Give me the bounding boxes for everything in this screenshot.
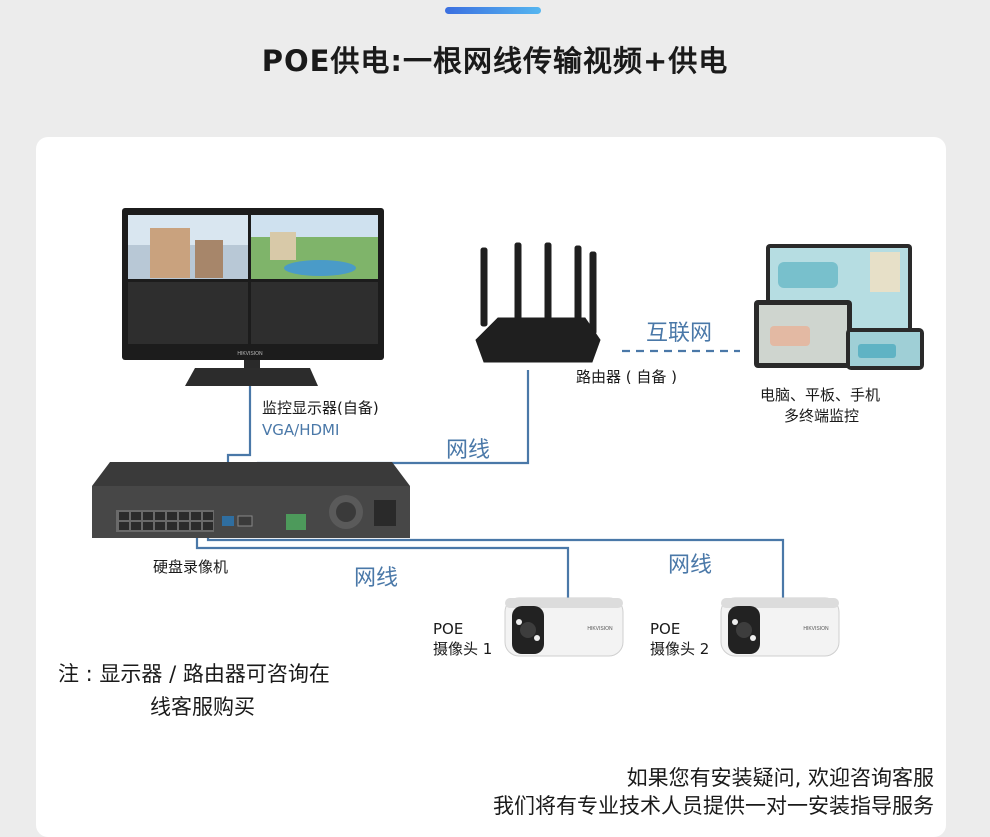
purchase-note-line1: 注 : 显示器 / 路由器可咨询在: [58, 657, 330, 691]
camera-1-label-line1: POE: [433, 620, 463, 638]
nvr-device: [92, 462, 410, 538]
camera-2-label-line2: 摄像头 2: [650, 638, 709, 659]
monitor-interface-label: VGA/HDMI: [262, 421, 339, 439]
internet-label: 互联网: [646, 315, 712, 347]
terminal-devices: [754, 244, 924, 370]
support-text-line2: 我们将有专业技术人员提供一对一安装指导服务: [493, 790, 934, 820]
camera-1-device: HIKVISION: [505, 598, 623, 656]
camera-2-label-line1: POE: [650, 620, 680, 638]
camera-2-brand-logo: HIKVISION: [803, 626, 829, 632]
camera-1-label-line2: 摄像头 1: [433, 638, 492, 659]
monitor-brand-logo: HIKVISION: [237, 351, 263, 357]
terminals-label-line2: 多终端监控: [784, 405, 859, 426]
monitor-device: HIKVISION: [122, 208, 384, 386]
camera-2-device: HIKVISION: [721, 598, 839, 656]
monitor-label: 监控显示器(自备): [262, 397, 379, 418]
support-text-line1: 如果您有安装疑问, 欢迎咨询客服: [627, 762, 934, 792]
cable-label-camera1: 网线: [354, 560, 398, 592]
router-label: 路由器 ( 自备 ): [576, 366, 677, 387]
purchase-note-line2: 线客服购买: [150, 690, 255, 724]
nvr-label: 硬盘录像机: [153, 556, 228, 577]
cable-label-camera2: 网线: [668, 547, 712, 579]
camera-1-brand-logo: HIKVISION: [587, 626, 613, 632]
cable-label-router: 网线: [446, 432, 490, 464]
terminals-label-line1: 电脑、平板、手机: [760, 384, 880, 405]
router-device: [476, 243, 600, 362]
